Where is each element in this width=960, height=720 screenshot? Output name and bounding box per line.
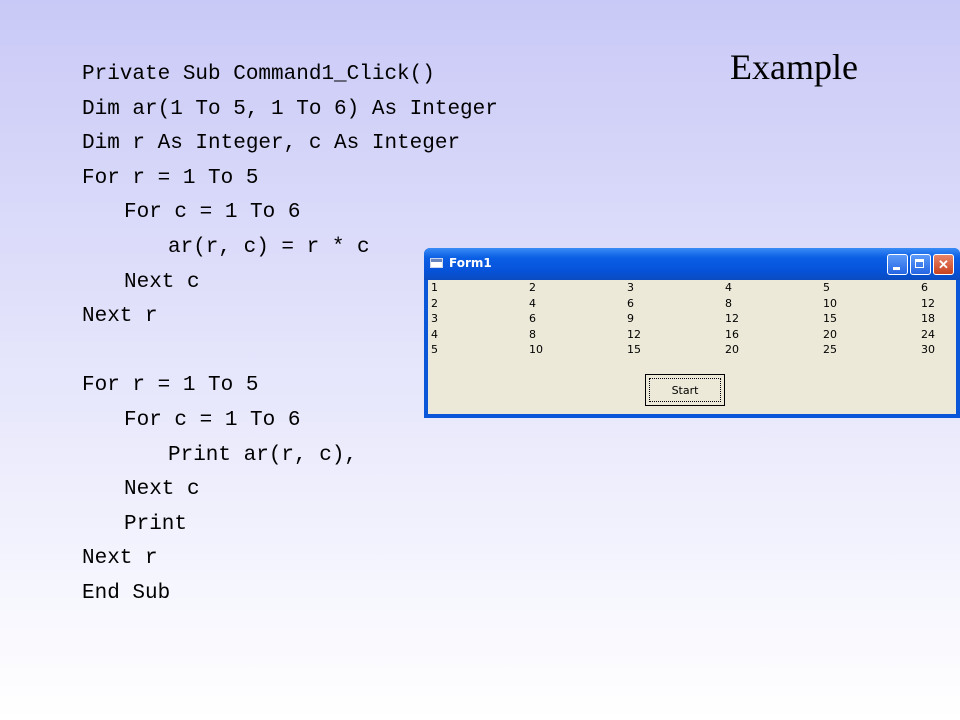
output-cell: 8 <box>725 296 732 310</box>
output-cell: 10 <box>529 343 543 356</box>
output-cell: 5 <box>431 343 438 356</box>
output-cell: 5 <box>823 281 830 294</box>
maximize-button[interactable] <box>910 254 931 275</box>
output-cell: 15 <box>823 312 837 325</box>
form-icon[interactable] <box>430 258 443 268</box>
window-titlebar[interactable]: Form1 ✕ <box>424 248 960 280</box>
output-cell: 12 <box>921 296 935 310</box>
slide-title: Example <box>730 47 858 87</box>
output-cell: 20 <box>823 327 837 341</box>
output-cell: 20 <box>725 343 739 356</box>
form-client-area: 1 2 3 4 5 6 2 4 6 8 10 12 3 6 9 12 15 <box>428 280 956 414</box>
start-button[interactable]: Start <box>645 374 725 406</box>
code-block: Private Sub Command1_Click() Dim ar(1 To… <box>82 58 498 612</box>
code-line: Dim ar(1 To 5, 1 To 6) As Integer <box>82 97 498 121</box>
output-cell: 6 <box>921 281 928 294</box>
code-line: For r = 1 To 5 <box>82 374 259 398</box>
output-cell: 4 <box>529 296 536 310</box>
output-cell: 18 <box>921 312 935 325</box>
output-cell: 6 <box>529 312 536 325</box>
output-cell: 16 <box>725 327 739 341</box>
output-cell: 1 <box>431 281 438 294</box>
output-cell: 2 <box>529 281 536 294</box>
code-line: Print ar(r, c), <box>168 443 358 467</box>
code-line: Next c <box>124 478 200 502</box>
code-line: Next r <box>82 305 158 329</box>
output-cell: 25 <box>823 343 837 356</box>
output-cell: 9 <box>627 312 634 325</box>
close-button[interactable]: ✕ <box>933 254 954 275</box>
form1-window: Form1 ✕ 1 2 3 4 5 6 2 4 6 8 10 12 3 <box>424 248 960 418</box>
output-cell: 8 <box>529 327 536 341</box>
output-cell: 12 <box>725 312 739 325</box>
code-line: Print <box>124 512 188 536</box>
output-cell: 12 <box>627 327 641 341</box>
code-line: Dim r As Integer, c As Integer <box>82 132 461 156</box>
output-cell: 4 <box>431 327 438 341</box>
output-cell: 4 <box>725 281 732 294</box>
code-line: Next c <box>124 270 200 294</box>
output-cell: 24 <box>921 327 935 341</box>
output-cell: 2 <box>431 296 438 310</box>
output-cell: 6 <box>627 296 634 310</box>
window-title: Form1 <box>449 256 492 270</box>
code-line: Private Sub Command1_Click() <box>82 63 435 86</box>
minimize-button[interactable] <box>887 254 908 275</box>
output-cell: 3 <box>431 312 438 325</box>
code-line: For r = 1 To 5 <box>82 166 259 190</box>
output-cell: 10 <box>823 296 837 310</box>
code-line: For c = 1 To 6 <box>124 408 301 432</box>
output-cell: 3 <box>627 281 634 294</box>
output-cell: 30 <box>921 343 935 356</box>
code-line: Next r <box>82 547 158 571</box>
output-cell: 15 <box>627 343 641 356</box>
code-line: ar(r, c) = r * c <box>168 235 370 259</box>
code-line: For c = 1 To 6 <box>124 201 301 225</box>
code-line: End Sub <box>82 581 171 605</box>
